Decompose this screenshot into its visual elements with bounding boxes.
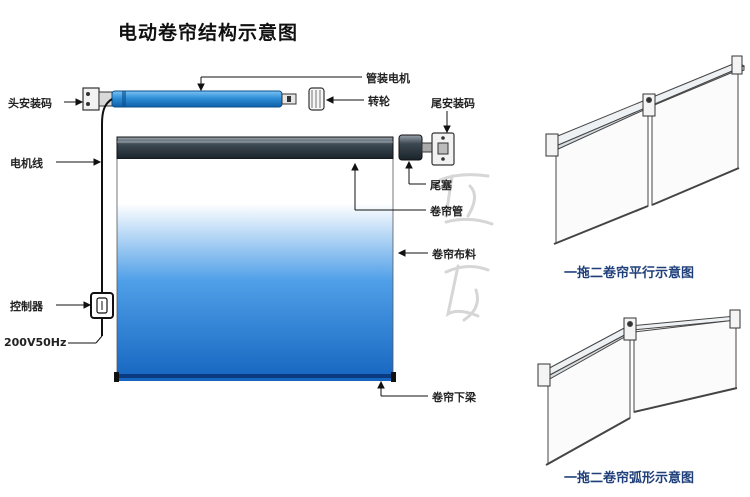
- motor-wire-path: [101, 98, 113, 293]
- label-controller: 控制器: [10, 300, 43, 313]
- fabric-shape: [116, 159, 394, 381]
- drive-wheel-shape: [308, 87, 325, 111]
- label-power: 200V50Hz: [4, 336, 67, 349]
- arc-diagram: [537, 309, 741, 466]
- end-plug-shape: [398, 134, 433, 161]
- label-roller-tube: 卷帘管: [430, 205, 463, 218]
- tube-motor-shape: [111, 90, 297, 108]
- caption-arc: 一拖二卷帘弧形示意图: [564, 471, 695, 486]
- label-tube-motor: 管装电机: [366, 72, 410, 85]
- label-motor-wire: 电机线: [10, 157, 43, 170]
- label-end-plug: 尾塞: [430, 179, 452, 192]
- parallel-diagram: [545, 55, 746, 245]
- label-head-bracket: 头安装码: [8, 97, 52, 110]
- head-bracket-shape: [82, 87, 113, 111]
- label-drive-wheel: 转轮: [368, 95, 390, 108]
- bottom-rail-shape: [114, 372, 396, 382]
- label-tail-bracket: 尾安装码: [431, 97, 475, 110]
- label-bottom-rail: 卷帘下梁: [432, 391, 476, 404]
- leader-lines: [56, 76, 451, 397]
- roller-tube-shape: [116, 136, 394, 160]
- caption-parallel: 一拖二卷帘平行示意图: [564, 266, 695, 281]
- diagram-title: 电动卷帘结构示意图: [118, 22, 299, 44]
- tail-bracket-shape: [431, 132, 455, 166]
- controller-shape: [90, 292, 114, 319]
- watermark-calligraphy: [438, 173, 494, 322]
- label-fabric: 卷帘布料: [432, 248, 476, 261]
